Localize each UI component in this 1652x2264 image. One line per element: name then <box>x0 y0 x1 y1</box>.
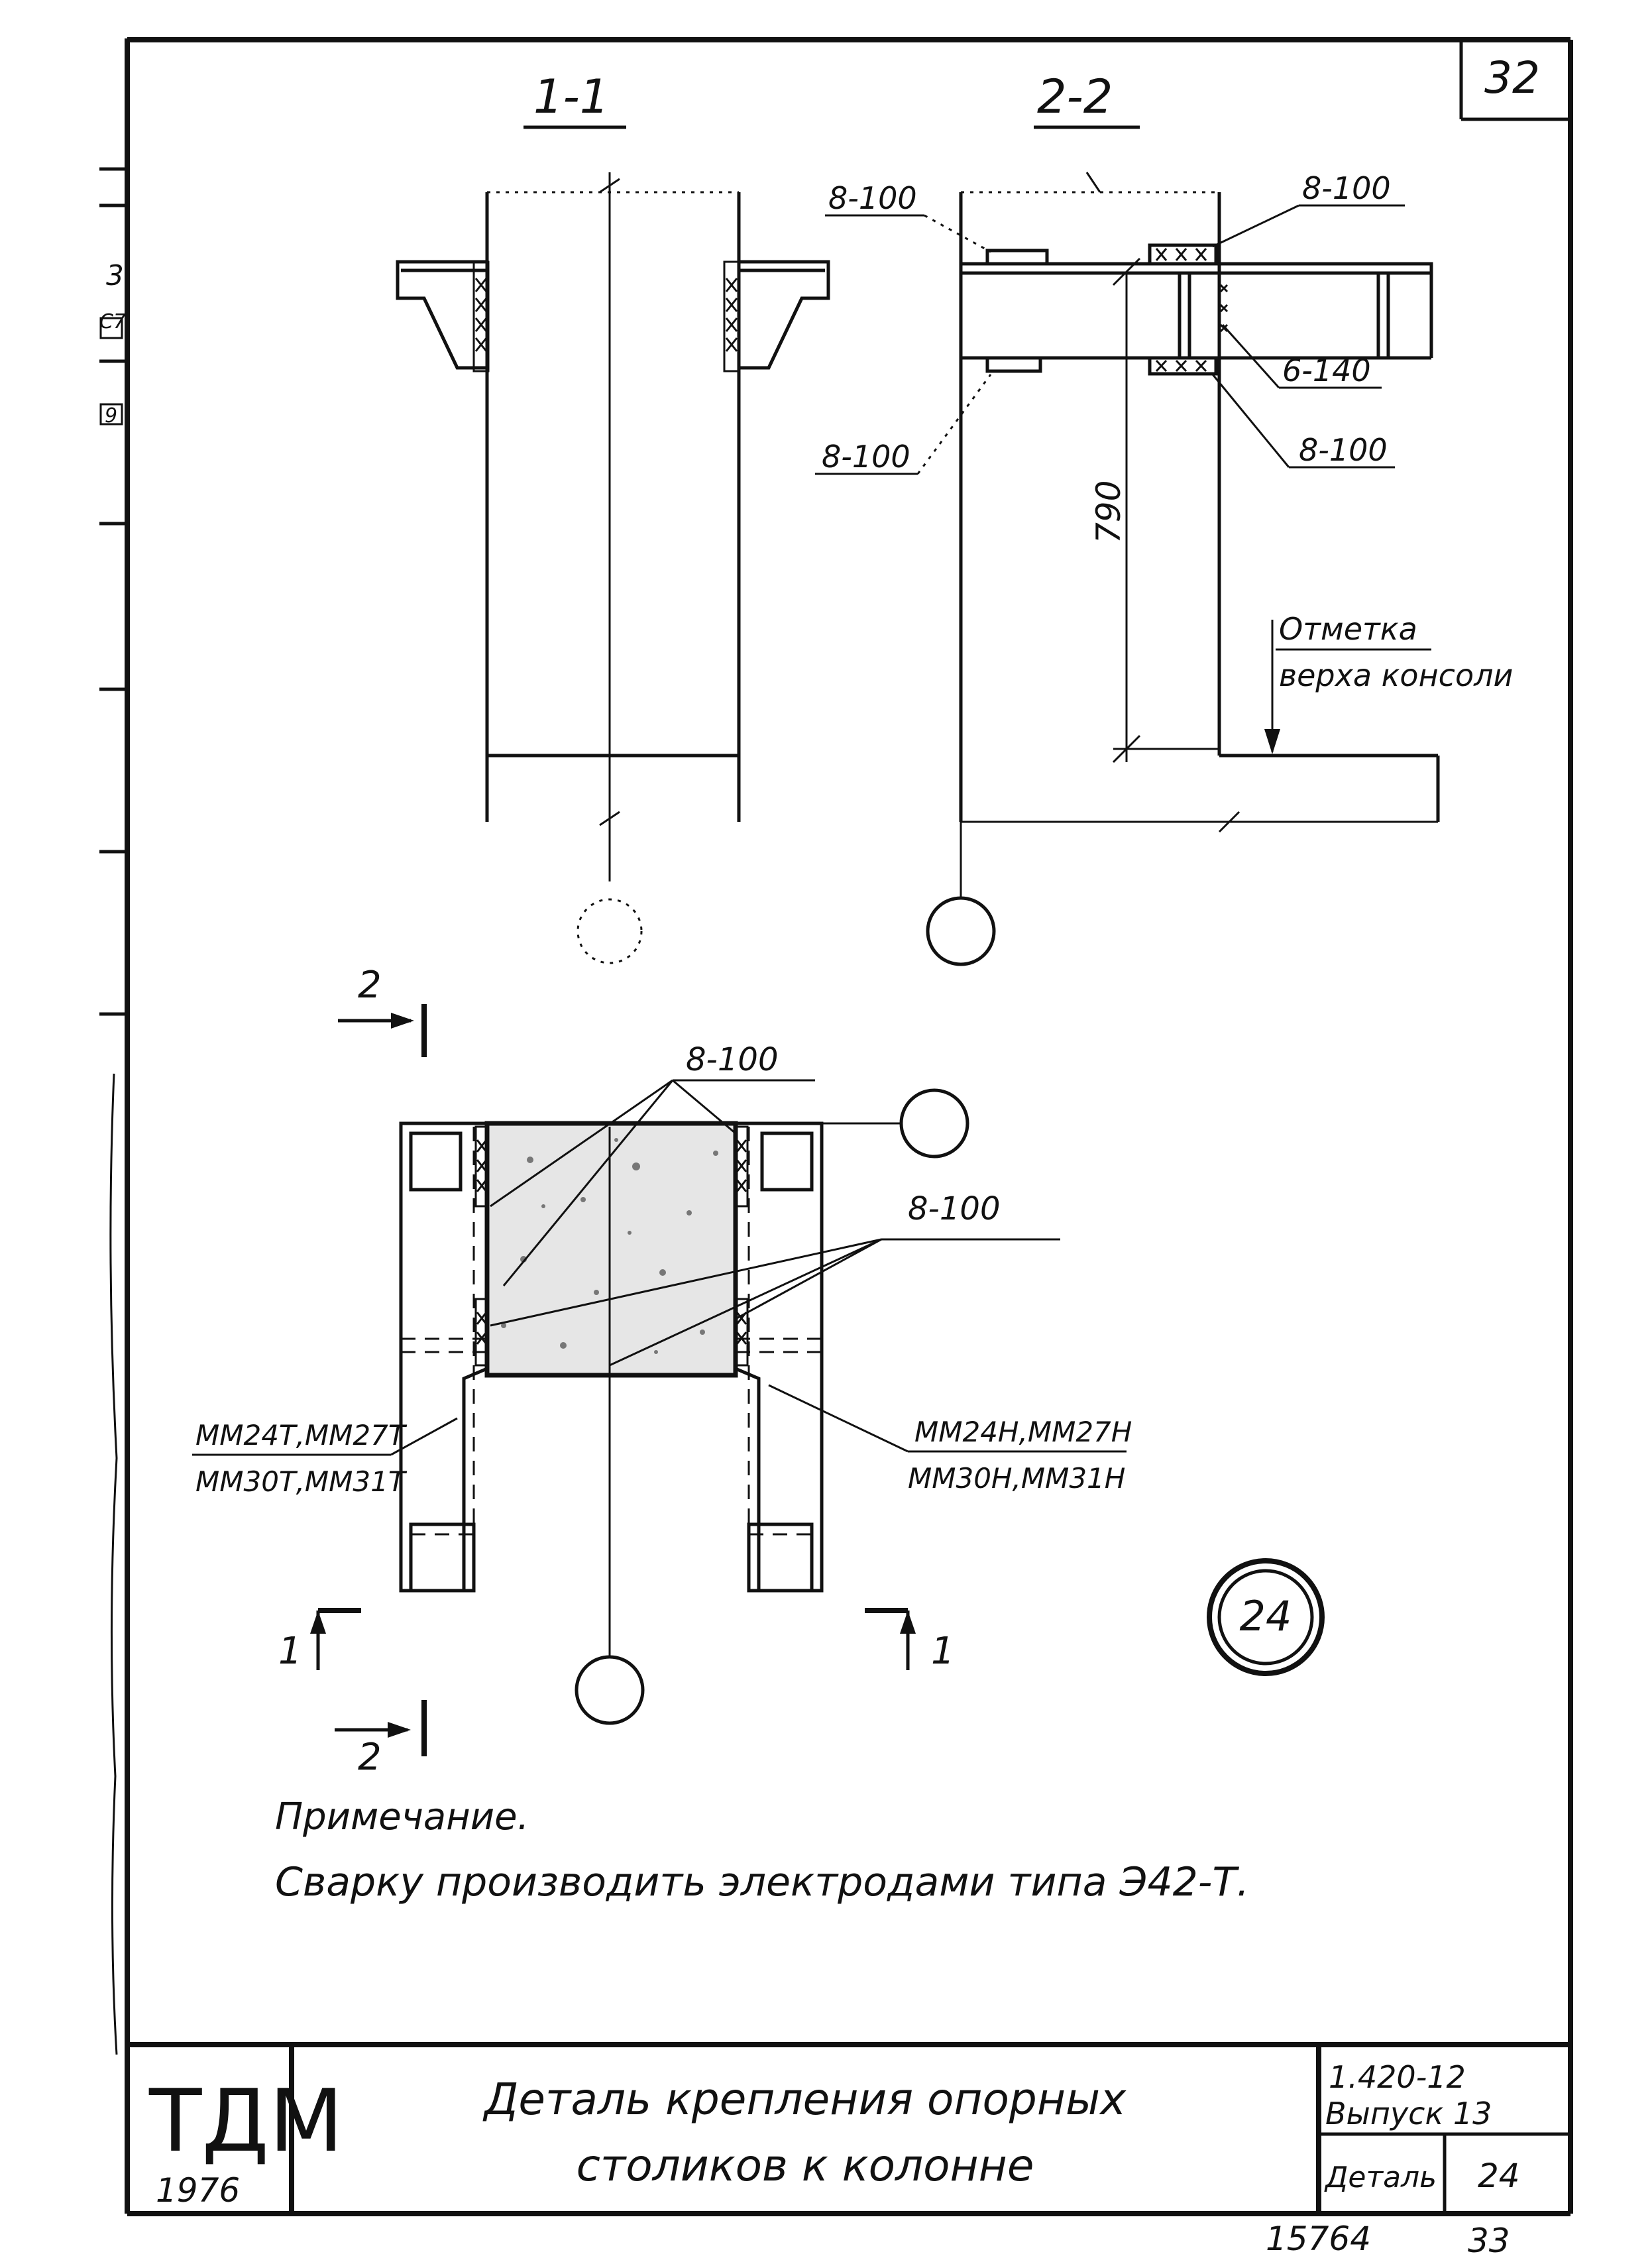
note-text: Сварку производить электродами типа Э42-… <box>275 1859 1249 1905</box>
detail-number: 24 <box>1478 2157 1520 2195</box>
weld-label-tl: 8-100 <box>828 180 917 216</box>
title-line-2: столиков к колонне <box>577 2140 1034 2191</box>
sheet-frame <box>99 37 1573 2216</box>
dimension-790: 790 <box>1089 481 1128 543</box>
sheet-number: 32 <box>1484 52 1540 103</box>
weld-label-tr: 8-100 <box>1302 170 1391 206</box>
sheet-number-box: 32 <box>1459 40 1570 121</box>
mark-label-line1: Отметка <box>1279 611 1417 647</box>
series-number: 1.420-12 <box>1329 2059 1466 2095</box>
note-title: Примечание. <box>275 1795 529 1839</box>
title-block: ТДМ 1976 Деталь крепления опорных столик… <box>127 2042 1570 2260</box>
year: 1976 <box>156 2171 240 2210</box>
weld-label-br: 8-100 <box>1299 432 1388 468</box>
margin-mark-3: 3 <box>106 259 124 292</box>
inventory-number: 15764 <box>1266 2220 1371 2258</box>
cut-2-bottom-label: 2 <box>358 1736 382 1779</box>
plan-weld-label-mid: 8-100 <box>908 1190 1000 1227</box>
cut-2-top-label: 2 <box>358 964 382 1007</box>
section-1-1-label: 1-1 <box>533 70 609 124</box>
cut-1-left-label: 1 <box>278 1630 302 1673</box>
plan-weld-label-top: 8-100 <box>686 1041 778 1078</box>
section-2-2-label: 2-2 <box>1037 70 1113 124</box>
margin-mark-c7: С7 <box>99 310 126 333</box>
detail-number-circle: 24 <box>1240 1592 1292 1640</box>
cut-1-right-label: 1 <box>931 1630 955 1673</box>
weld-label-6-140: 6-140 <box>1282 353 1371 388</box>
right-element-label-1: ММ24Н,ММ27Н <box>914 1416 1132 1448</box>
title-line-1: Деталь крепления опорных <box>482 2074 1127 2125</box>
page-number: 33 <box>1468 2222 1510 2260</box>
detail-label: Деталь <box>1324 2161 1437 2194</box>
margin-mark-9: 9 <box>105 404 117 427</box>
mark-label-line2: верха консоли <box>1279 657 1513 693</box>
section-1-1: 1-1 <box>396 70 830 964</box>
issue-number: Выпуск 13 <box>1325 2096 1492 2131</box>
plan-view: 8-100 8-100 ММ24Т,ММ27Т ММ30Т,ММ31Т ММ24… <box>192 964 1325 1779</box>
section-2-2: 2-2 790 8-100 <box>815 70 1513 966</box>
right-element-label-2: ММ30Н,ММ31Н <box>908 1462 1125 1495</box>
left-element-label-1: ММ24Т,ММ27Т <box>195 1419 408 1451</box>
logo: ТДМ <box>148 2070 343 2171</box>
weld-label-bl: 8-100 <box>822 439 910 475</box>
left-element-label-2: ММ30Т,ММ31Т <box>195 1465 408 1498</box>
note: Примечание. Сварку производить электрода… <box>275 1795 1249 1905</box>
